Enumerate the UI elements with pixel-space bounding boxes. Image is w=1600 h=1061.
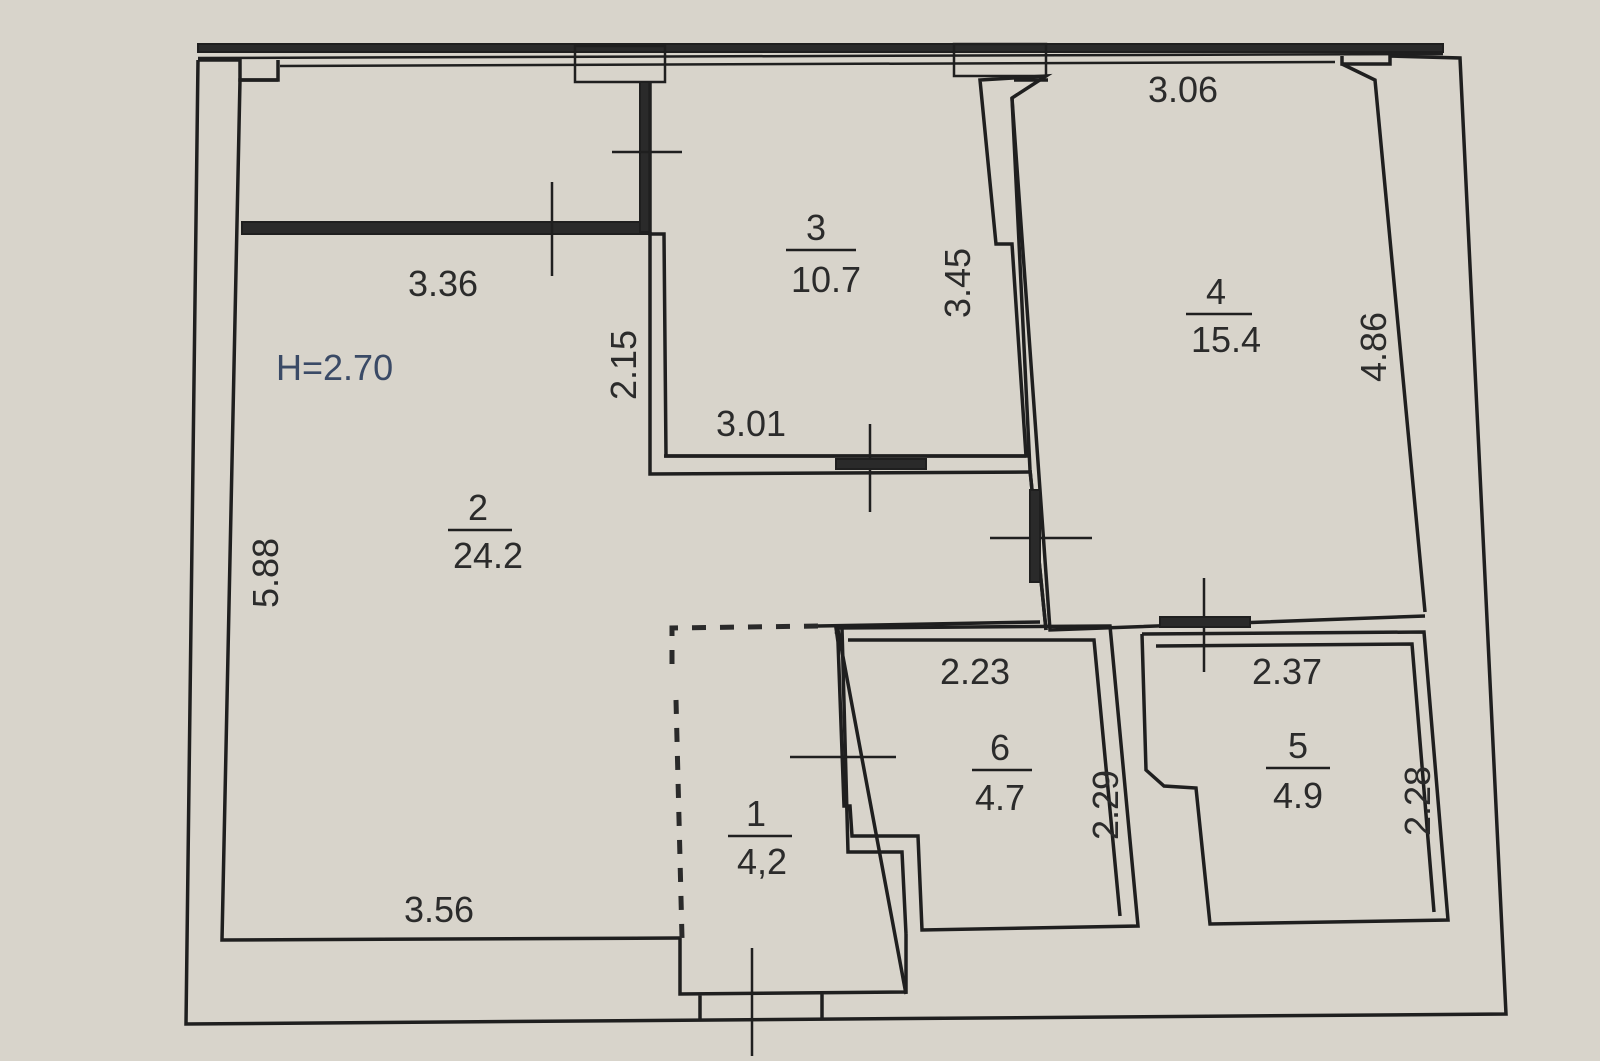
ceiling-height-label: H=2.70 xyxy=(276,347,393,388)
room-1-number: 1 xyxy=(746,793,766,834)
room-3-number: 3 xyxy=(806,207,826,248)
door-room-3 xyxy=(835,458,927,470)
facade-pillar-1 xyxy=(573,44,667,84)
room-6-inner xyxy=(840,627,1122,935)
room-3-walls xyxy=(648,73,1053,631)
dim-room-6-height: 2.29 xyxy=(1085,770,1126,840)
room-3-area: 10.7 xyxy=(791,259,861,300)
closet-partition xyxy=(241,221,651,235)
dim-room-2-length: 5.88 xyxy=(245,538,286,608)
room-1-area: 4,2 xyxy=(737,841,787,882)
room-1-dashed-top xyxy=(669,623,819,664)
room-6-walls xyxy=(833,624,1140,932)
left-inner-wall xyxy=(220,78,681,942)
room-5-number: 5 xyxy=(1288,725,1308,766)
room-2-number: 2 xyxy=(468,487,488,528)
outer-boundary xyxy=(184,54,1508,1026)
bottom-inner-wall xyxy=(678,934,908,1020)
outer-walls xyxy=(184,43,1508,1056)
room-2-walls xyxy=(241,81,682,276)
room-4-area: 15.4 xyxy=(1191,319,1261,360)
dim-room-4-width: 3.06 xyxy=(1148,69,1218,110)
facade-pillar-2 xyxy=(952,42,1048,78)
right-inner-wall xyxy=(1341,62,1427,613)
dim-room-6-width: 2.23 xyxy=(940,651,1010,692)
dim-room-3-width: 3.01 xyxy=(716,403,786,444)
room-6-area: 4.7 xyxy=(975,777,1025,818)
room-6-number: 6 xyxy=(990,727,1010,768)
dim-room-2-closet-width: 3.36 xyxy=(408,263,478,304)
room-1-dashed-side xyxy=(673,699,685,939)
door-room-4 xyxy=(1029,489,1041,583)
room-5-area: 4.9 xyxy=(1273,775,1323,816)
door-room-5 xyxy=(1159,616,1251,628)
dim-room-5-width: 2.37 xyxy=(1252,651,1322,692)
dim-room-5-height: 2.28 xyxy=(1397,766,1438,836)
room-5-walls xyxy=(1140,630,1450,926)
dim-room-4-length: 4.86 xyxy=(1353,312,1394,382)
top-facade-wall xyxy=(197,43,1444,53)
room-3-outline xyxy=(648,232,1031,476)
room-2-area: 24.2 xyxy=(453,535,523,576)
room-4-number: 4 xyxy=(1206,271,1226,312)
window-line xyxy=(279,60,1336,68)
dim-room-2-depth: 2.15 xyxy=(603,330,644,400)
top-facade-inner-line xyxy=(197,52,1444,60)
dim-room-2-bottom: 3.56 xyxy=(404,889,474,930)
dim-room-3-height: 3.45 xyxy=(937,248,978,318)
